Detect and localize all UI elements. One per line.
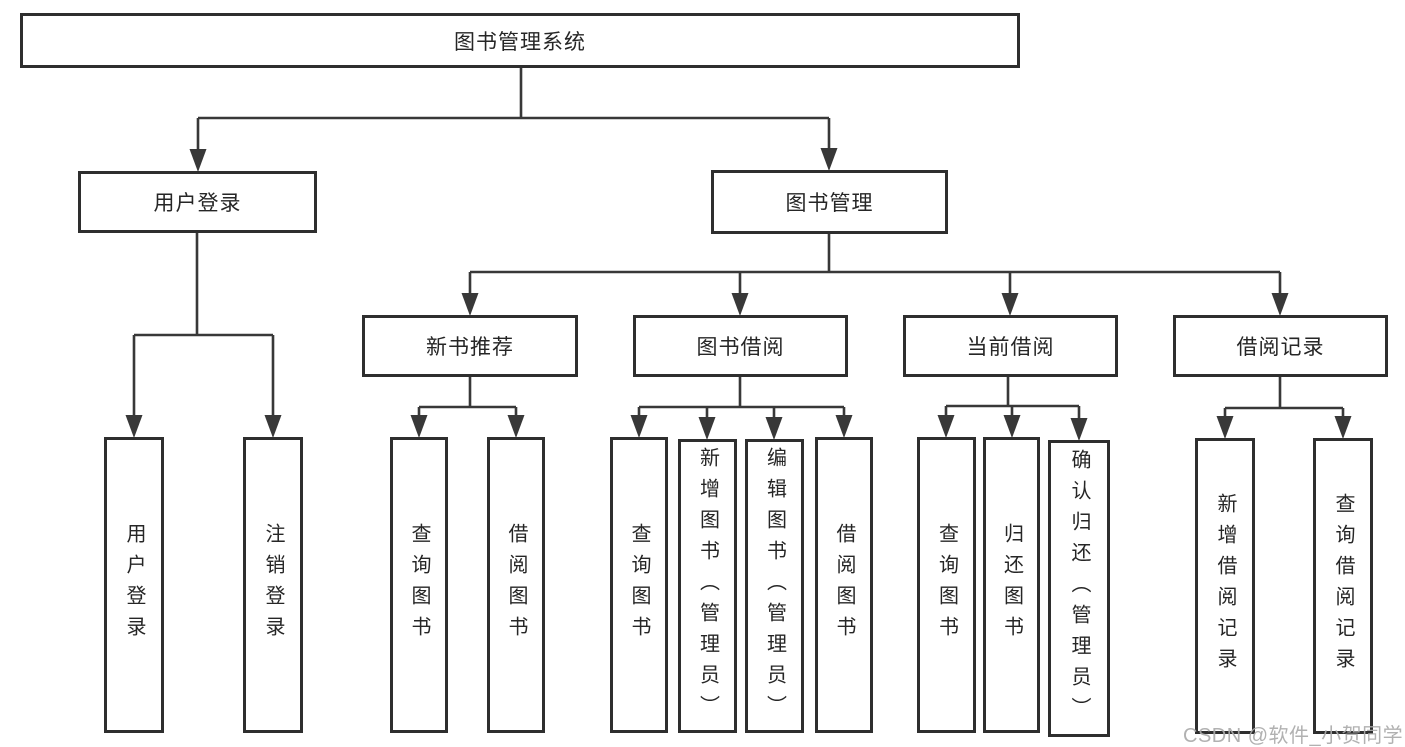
node-label: 借阅图书 — [505, 523, 527, 647]
node-label: 图书管理 — [785, 192, 874, 215]
node-user-login: 用户登录 — [78, 171, 317, 233]
leaf-user-login: 用户登录 — [104, 437, 164, 733]
connector-current-borrow-to-leaves — [937, 377, 1088, 441]
leaf-records-add: 新增借阅记录 — [1195, 438, 1255, 734]
node-label: 编辑图书（管理员） — [763, 446, 786, 726]
watermark: CSDN @软件_小贺同学 — [1183, 725, 1404, 747]
node-label: 新增借阅记录 — [1214, 493, 1236, 679]
node-label: 查询借阅记录 — [1332, 493, 1354, 679]
connector-borrow-records-to-leaves — [1216, 377, 1352, 439]
connector-root-to-level2 — [189, 68, 838, 172]
node-current-borrow: 当前借阅 — [903, 315, 1118, 377]
leaf-current-query: 查询图书 — [917, 437, 976, 733]
node-label: 新书推荐 — [426, 336, 514, 359]
node-label: 新增图书（管理员） — [696, 446, 719, 726]
leaf-borrow-edit: 编辑图书（管理员） — [745, 439, 804, 733]
node-label: 图书管理系统 — [454, 30, 586, 54]
node-book-mgmt: 图书管理 — [711, 170, 948, 234]
node-label: 查询图书 — [628, 523, 650, 647]
node-label: 注销登录 — [262, 523, 284, 647]
node-label: 用户登录 — [153, 192, 242, 215]
node-label: 当前借阅 — [966, 336, 1055, 359]
leaf-newbooks-borrow: 借阅图书 — [487, 437, 545, 733]
leaf-records-query: 查询借阅记录 — [1313, 438, 1373, 734]
node-new-books: 新书推荐 — [362, 315, 578, 377]
connector-book-borrow-to-leaves — [630, 377, 853, 440]
connector-new-books-to-leaves — [410, 377, 525, 438]
node-root: 图书管理系统 — [20, 13, 1020, 68]
node-label: 借阅记录 — [1236, 336, 1325, 359]
leaf-current-confirm: 确认归还（管理员） — [1048, 440, 1110, 737]
node-label: 借阅图书 — [833, 523, 855, 647]
node-label: 确认归还（管理员） — [1068, 449, 1090, 728]
leaf-borrow-borrow: 借阅图书 — [815, 437, 873, 733]
node-label: 用户登录 — [123, 523, 145, 647]
connector-book-mgmt-to-level3 — [461, 234, 1289, 316]
leaf-newbooks-query: 查询图书 — [390, 437, 448, 733]
node-book-borrow: 图书借阅 — [633, 315, 848, 377]
node-label: 归还图书 — [1000, 523, 1023, 647]
leaf-borrow-query: 查询图书 — [610, 437, 668, 733]
connector-user-login-to-leaves — [125, 233, 282, 438]
leaf-logout: 注销登录 — [243, 437, 303, 733]
node-label: 查询图书 — [935, 523, 958, 647]
node-borrow-records: 借阅记录 — [1173, 315, 1388, 377]
node-label: 图书借阅 — [696, 336, 785, 359]
node-label: 查询图书 — [408, 523, 430, 647]
leaf-current-return: 归还图书 — [983, 437, 1040, 733]
leaf-borrow-add: 新增图书（管理员） — [678, 439, 737, 733]
